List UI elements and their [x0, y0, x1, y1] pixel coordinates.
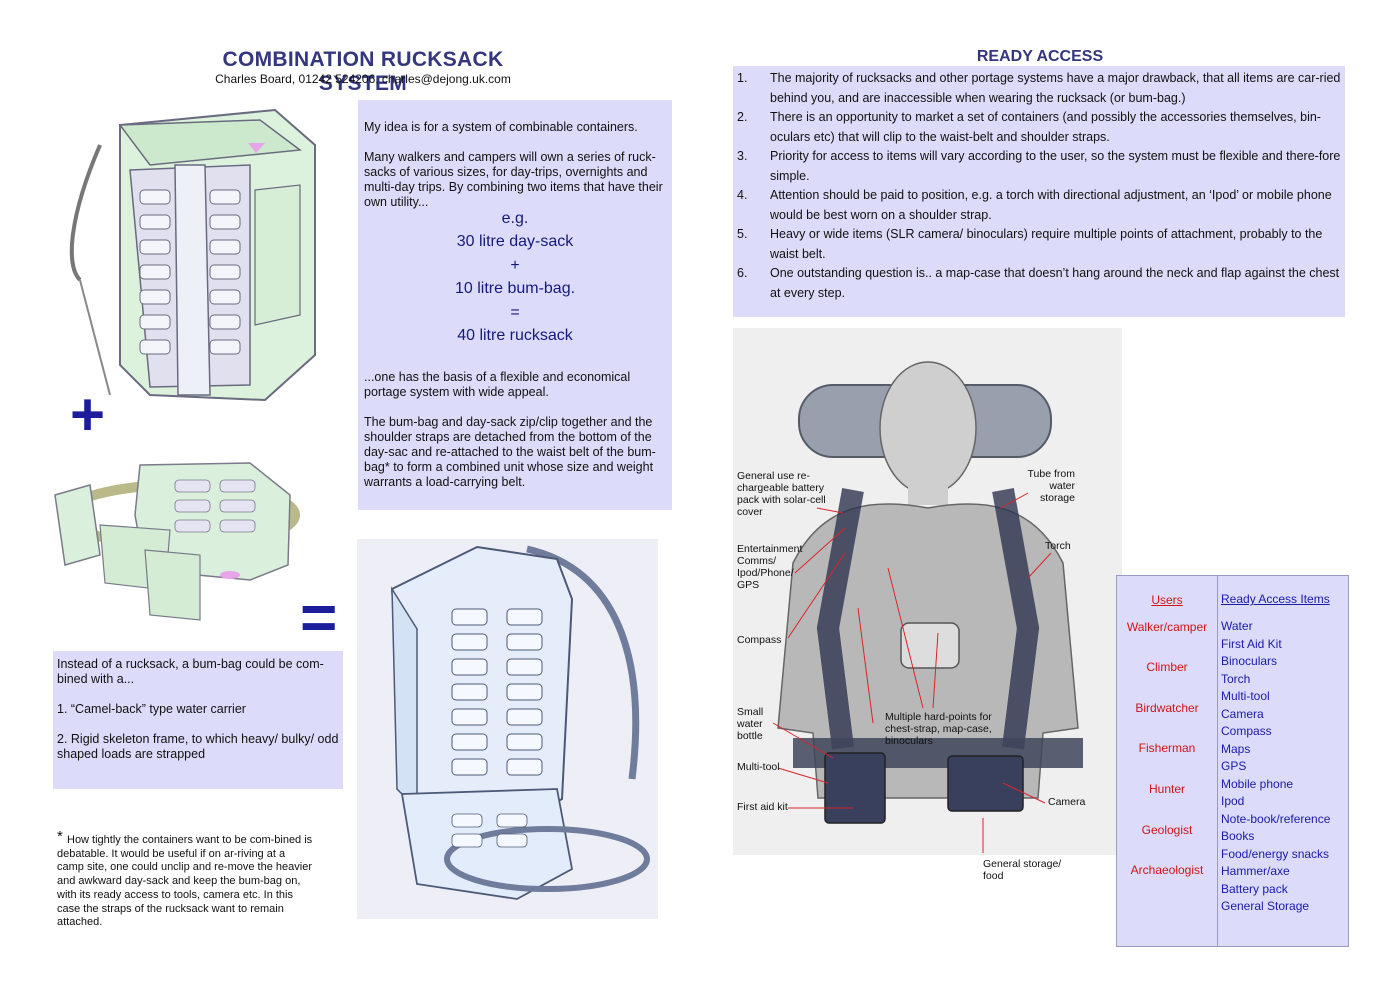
ready-access-heading: READY ACCESS: [976, 48, 1104, 65]
equals-operator: =: [510, 304, 520, 321]
access-point: 3.Priority for access to items will vary…: [737, 149, 1341, 183]
idea-intro: My idea is for a system of combinable co…: [364, 120, 638, 134]
list-item: First Aid Kit: [1221, 636, 1282, 651]
combined-rucksack-sketch: [357, 539, 658, 919]
items-header: Ready Access Items: [1221, 592, 1330, 606]
label-multitool: Multi-tool: [737, 761, 780, 773]
plus-operator: +: [510, 257, 520, 274]
equals-sign: =: [300, 581, 338, 653]
footnote-text: How tightly the containers want to be co…: [57, 834, 313, 929]
user-row: Geologist: [1141, 823, 1193, 837]
list-item: Ipod: [1221, 794, 1245, 808]
day-sack-size: 30 litre day-sack: [456, 233, 574, 250]
access-point: 1.The majority of rucksacks and other po…: [737, 71, 1341, 105]
list-item: Mobile phone: [1221, 776, 1294, 791]
eg-label: e.g.: [501, 210, 529, 227]
list-item: Food/energy snacks: [1221, 846, 1330, 861]
idea-panel: My idea is for a system of combinable co…: [358, 100, 672, 510]
ready-access-panel: 1.The majority of rucksacks and other po…: [733, 66, 1345, 317]
contact-line: Charles Board, 01242 524206, charles@dej…: [215, 72, 511, 86]
list-item: Binoculars: [1221, 654, 1278, 668]
table-divider: [1217, 576, 1218, 946]
label-entertainment: Entertainment Comms/ Ipod/Phone/ GPS: [737, 543, 803, 591]
alt-option-2: 2. Rigid skeleton frame, to which heavy/…: [57, 732, 339, 761]
bum-bag-sketch: [50, 455, 300, 625]
equation-block: e.g. 30 litre day-sack + 10 litre bum-ba…: [358, 210, 672, 351]
footnote-star: *: [57, 828, 63, 845]
list-item: Hammer/axe: [1221, 864, 1290, 878]
list-item: Battery pack: [1221, 881, 1288, 896]
rucksack-size: 40 litre rucksack: [457, 327, 573, 344]
label-storage: General storage/ food: [983, 858, 1062, 882]
user-row: Fisherman: [1138, 741, 1196, 755]
idea-detail: The bum-bag and day-sack zip/clip togeth…: [364, 415, 656, 489]
access-point: 2.There is an opportunity to market a se…: [737, 110, 1321, 144]
user-row: Walker/camper: [1126, 620, 1208, 634]
list-item: Camera: [1221, 706, 1264, 721]
list-item: Multi-tool: [1221, 689, 1270, 703]
list-item: Maps: [1221, 741, 1251, 756]
plus-sign: +: [70, 381, 106, 448]
list-item: Compass: [1221, 724, 1272, 738]
label-tube: Tube from water storage: [1027, 468, 1075, 504]
label-hardpoints: Multiple hard-points for chest-strap, ma…: [885, 711, 992, 747]
access-point: 6.One outstanding question is.. a map-ca…: [737, 266, 1340, 300]
label-torch: Torch: [1045, 540, 1071, 552]
list-item: Books: [1221, 829, 1255, 843]
label-battery: General use re-chargeable battery pack w…: [737, 470, 826, 518]
items-list: Water First Aid Kit Binoculars Torch Mul…: [1221, 618, 1347, 916]
user-row: Climber: [1146, 660, 1188, 674]
idea-paragraph: Many walkers and campers will own a seri…: [364, 150, 663, 209]
list-item: Water: [1221, 619, 1253, 633]
list-item: Note-book/reference: [1221, 811, 1331, 826]
user-row: Hunter: [1148, 782, 1186, 796]
access-point: 5.Heavy or wide items (SLR camera/ binoc…: [737, 227, 1323, 261]
alt-option-1: 1. “Camel-back” type water carrier: [57, 702, 246, 716]
user-row: Birdwatcher: [1135, 701, 1199, 715]
alternative-panel: Instead of a rucksack, a bum-bag could b…: [53, 651, 343, 789]
list-item: GPS: [1221, 759, 1247, 773]
annotated-photo: General use re-chargeable battery pack w…: [733, 328, 1122, 855]
ready-access-list: 1.The majority of rucksacks and other po…: [737, 69, 1341, 303]
label-bottle: Small water bottle: [737, 706, 764, 742]
users-header: Users: [1151, 593, 1183, 607]
user-row: Archaeologist: [1130, 863, 1204, 877]
label-camera: Camera: [1048, 796, 1086, 808]
label-first-aid: First aid kit: [737, 801, 788, 813]
list-item: Torch: [1221, 671, 1251, 686]
users-items-table: Users Walker/camper Climber Birdwatcher …: [1116, 575, 1349, 947]
alt-intro: Instead of a rucksack, a bum-bag could b…: [57, 657, 324, 686]
idea-basis: ...one has the basis of a flexible and e…: [364, 370, 631, 399]
access-point: 4.Attention should be paid to position, …: [737, 188, 1332, 222]
person-illustration: [733, 328, 1122, 855]
page-title: COMBINATION RUCKSACK SYSTEM: [222, 48, 504, 95]
label-compass: Compass: [737, 634, 782, 646]
day-sack-sketch: [60, 95, 330, 410]
list-item: General Storage: [1221, 899, 1310, 913]
bum-bag-size: 10 litre bum-bag.: [454, 280, 576, 297]
